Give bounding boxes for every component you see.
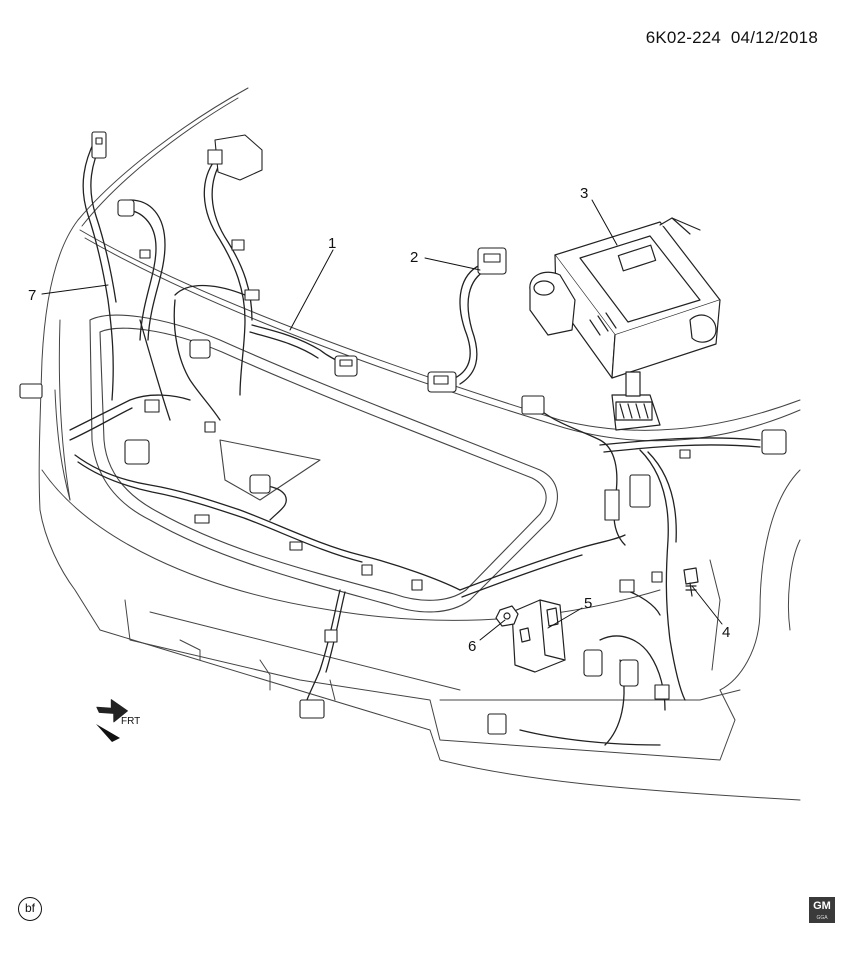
catalog-badge: bf bbox=[18, 897, 42, 921]
module-3 bbox=[529, 217, 721, 431]
callout-5: 5 bbox=[584, 595, 592, 612]
frt-label: FRT bbox=[121, 716, 140, 727]
harness-7 bbox=[82, 139, 117, 401]
gm-logo: GM GGA bbox=[809, 897, 835, 923]
callout-6: 6 bbox=[468, 638, 476, 655]
diagram-header: 6K02-224 04/12/2018 bbox=[646, 28, 818, 48]
diagram-code: 6K02-224 bbox=[645, 28, 722, 47]
harness-right bbox=[519, 409, 761, 746]
gm-logo-sub: GGA bbox=[816, 915, 828, 921]
callout-2: 2 bbox=[410, 249, 418, 266]
front-direction-arrow: FRT bbox=[96, 699, 140, 742]
grille-outline bbox=[89, 314, 558, 613]
callout-leaders bbox=[41, 199, 723, 641]
connectors bbox=[19, 131, 787, 735]
bracket-5 bbox=[511, 599, 566, 673]
callout-1: 1 bbox=[328, 235, 336, 252]
vehicle-body bbox=[38, 87, 801, 801]
bolt-4 bbox=[683, 567, 699, 597]
callout-7: 7 bbox=[28, 287, 36, 304]
diagram-date: 04/12/2018 bbox=[730, 28, 818, 47]
harness-2 bbox=[454, 264, 487, 385]
nut-6 bbox=[495, 605, 519, 627]
harness-1 bbox=[69, 159, 626, 711]
gm-logo-text: GM bbox=[813, 900, 831, 912]
callout-3: 3 bbox=[580, 185, 588, 202]
callout-labels: 1 2 3 4 5 6 7 bbox=[28, 185, 730, 655]
callout-4: 4 bbox=[722, 624, 730, 641]
